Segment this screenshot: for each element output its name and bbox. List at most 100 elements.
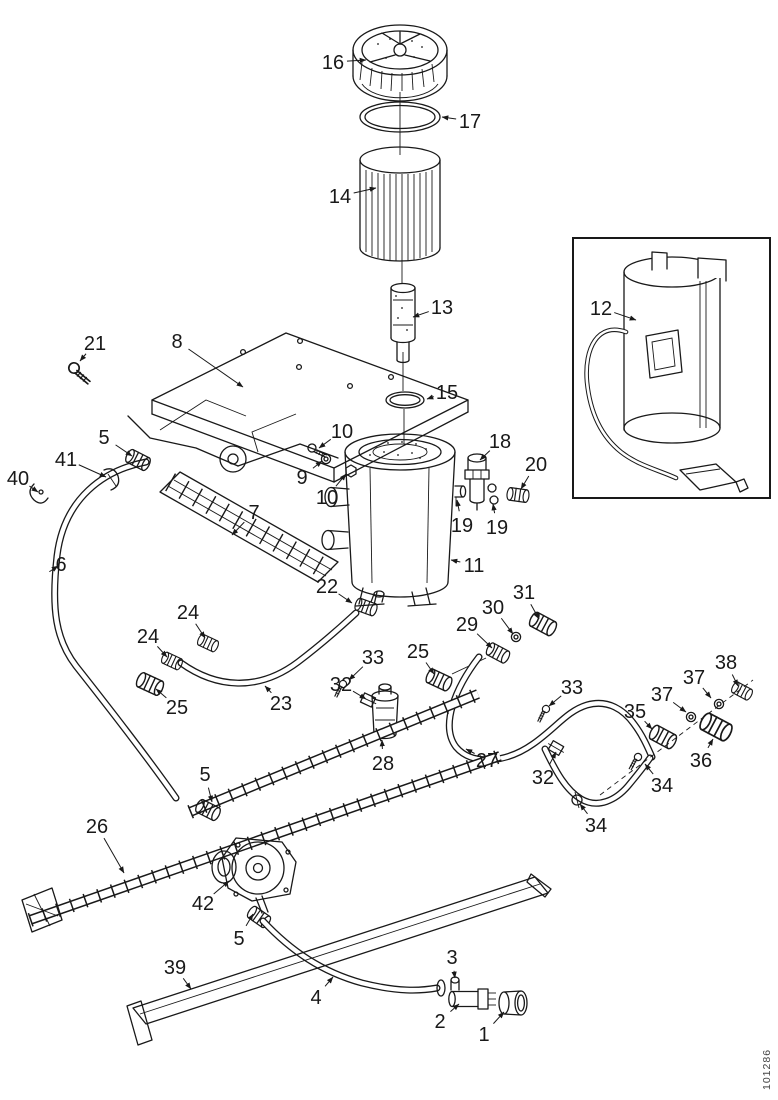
callout-37: 37 [651, 684, 673, 706]
parts-9-10-hardware [306, 442, 357, 478]
callout-1: 1 [478, 1024, 489, 1046]
callout-24: 24 [137, 626, 159, 648]
leader-line-32 [352, 690, 367, 700]
leader-line-21 [79, 353, 87, 362]
callout-18: 18 [489, 431, 511, 453]
part-8-mounting-plate [151, 332, 469, 483]
part-34b-clamp [571, 791, 583, 809]
leader-line-16 [346, 57, 367, 64]
leader-line-30 [500, 617, 514, 635]
callout-25: 25 [166, 697, 188, 719]
part-2-fitting [448, 988, 496, 1010]
callout-37: 37 [683, 667, 705, 689]
callout-10: 10 [331, 421, 353, 443]
part-21-bolt [65, 359, 95, 387]
callout-5: 5 [199, 764, 210, 786]
part-25b-fitting [423, 667, 455, 693]
mid-rail [187, 687, 481, 819]
leader-line-4 [324, 976, 334, 987]
callout-5: 5 [98, 427, 109, 449]
callout-6: 6 [55, 554, 66, 576]
part-22-elbow [352, 590, 385, 618]
callout-35: 35 [624, 701, 646, 723]
part-15-oring [385, 391, 425, 409]
leader-line-33 [348, 666, 364, 681]
leader-line-34 [579, 803, 588, 815]
bracket-casting [127, 399, 339, 473]
callout-32: 32 [330, 674, 352, 696]
callout-19: 19 [451, 515, 473, 537]
inset-box-part-12 [572, 237, 771, 499]
leader-line-9 [312, 460, 323, 469]
leader-line-1 [493, 1011, 505, 1024]
assembly-centerline [399, 92, 405, 444]
leader-line-22 [338, 593, 353, 604]
leader-line-10 [318, 438, 332, 449]
leader-line-15 [426, 394, 434, 400]
leader-line-5 [115, 444, 133, 457]
leader-line-18 [479, 450, 491, 461]
part-33b-bolt [536, 703, 552, 725]
part-41-clip [103, 468, 120, 491]
leader-line-23 [264, 685, 272, 694]
callout-20: 20 [525, 454, 547, 476]
part-1-plug [498, 990, 528, 1016]
callout-30: 30 [482, 597, 504, 619]
leader-line-3 [451, 970, 457, 979]
callout-31: 31 [513, 582, 535, 604]
callout-19: 19 [486, 517, 508, 539]
leader-line-10 [335, 473, 347, 487]
leader-line-11 [450, 558, 461, 564]
callout-34: 34 [651, 775, 673, 797]
part-31-fitting [526, 610, 560, 638]
leader-line-5 [245, 913, 254, 927]
leader-line-41 [78, 464, 107, 478]
leader-line-2 [450, 1003, 460, 1013]
callout-3: 3 [446, 947, 457, 969]
part-13-standpipe [390, 282, 416, 364]
callout-26: 26 [86, 816, 108, 838]
callout-33: 33 [362, 647, 384, 669]
part-32a-clamp [359, 692, 377, 708]
part-23-hose [177, 609, 360, 687]
callout-13: 13 [431, 297, 453, 319]
part-16-filter-cap [352, 24, 448, 102]
callout-34: 34 [585, 815, 607, 837]
callout-29: 29 [456, 614, 478, 636]
part-18-sensor [464, 453, 490, 511]
callout-32: 32 [532, 767, 554, 789]
leader-line-24 [195, 623, 206, 639]
leader-line-42 [213, 880, 230, 895]
leader-line-37 [672, 702, 687, 713]
leader-line-13 [412, 311, 429, 318]
part-11-filter-housing [321, 433, 467, 607]
leader-line-37 [702, 687, 712, 699]
callout-10: 10 [316, 487, 338, 509]
leader-line-20 [520, 475, 530, 490]
callout-25: 25 [407, 641, 429, 663]
leader-line-12 [614, 312, 637, 321]
leader-line-39 [182, 978, 192, 990]
leader-line-27 [465, 748, 475, 755]
callout-40: 40 [7, 468, 29, 490]
part-26-rail [21, 749, 503, 933]
leader-line-7 [231, 521, 245, 536]
part-42-pump [211, 837, 297, 914]
part-39-rail [126, 873, 552, 1046]
part-4-hose [259, 917, 446, 997]
part-14-filter-element [359, 146, 441, 262]
callout-16: 16 [322, 52, 344, 74]
callout-33: 33 [561, 677, 583, 699]
part-3-elbow [450, 976, 460, 991]
leader-line-25 [155, 688, 167, 699]
leader-line-26 [103, 837, 125, 874]
callout-11: 11 [464, 555, 485, 577]
part-20-fitting [505, 486, 531, 504]
figure-code: 101286 [761, 1049, 773, 1090]
leader-line-14 [353, 186, 377, 194]
callout-38: 38 [715, 652, 737, 674]
callout-12: 12 [590, 298, 612, 320]
callout-42: 42 [192, 893, 214, 915]
